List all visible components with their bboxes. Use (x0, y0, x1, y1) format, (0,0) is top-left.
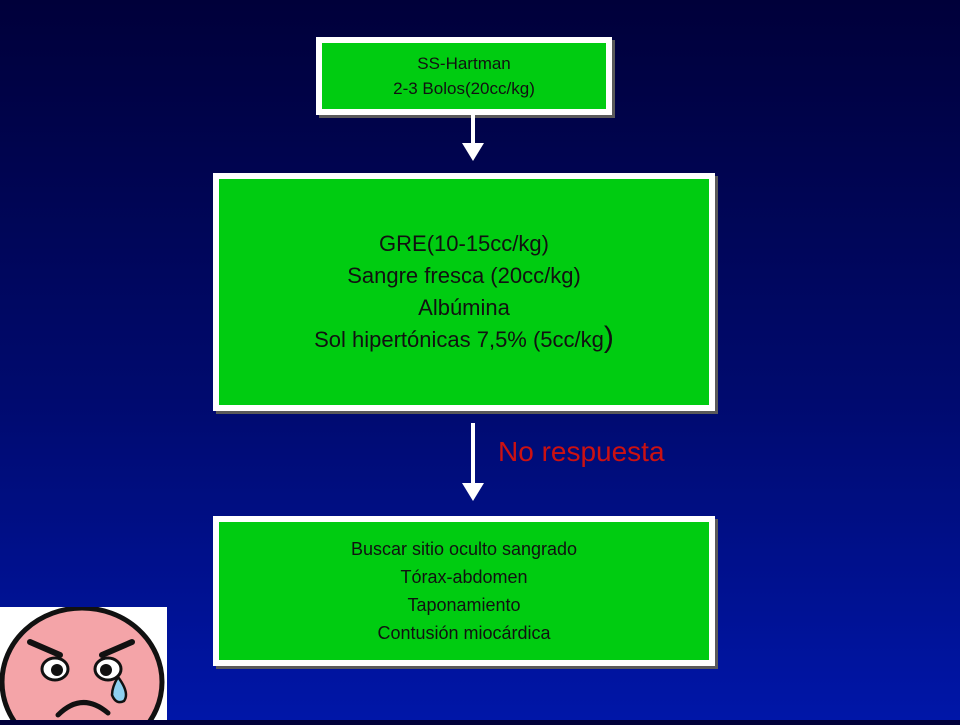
box3-line-3: Taponamiento (407, 595, 521, 615)
no-response-label: No respuesta (498, 436, 665, 467)
crying-face-icon (0, 605, 167, 725)
box2-line-4-text: Sol hipertónicas 7,5% (5cc/kg (314, 327, 604, 352)
box2-line-1: GRE(10-15cc/kg) (379, 231, 549, 256)
down-arrow-1 (462, 115, 484, 161)
flow-box-blood-products: GRE(10-15cc/kg) Sangre fresca (20cc/kg) … (213, 173, 715, 411)
box1-line-1: SS-Hartman (417, 54, 511, 73)
box2-line-2: Sangre fresca (20cc/kg) (347, 263, 581, 288)
crying-face-drawing (0, 605, 165, 725)
box3-line-1: Buscar sitio oculto sangrado (350, 539, 578, 559)
box3-line-2: Tórax-abdomen (400, 567, 528, 587)
flow-box-ss-hartman: SS-Hartman 2-3 Bolos(20cc/kg) (316, 37, 612, 115)
box3-line-4: Contusión miocárdica (377, 623, 551, 643)
box2-line-3: Albúmina (418, 295, 510, 320)
flow-box-search-bleeding: Buscar sitio oculto sangrado Tórax-abdom… (213, 516, 715, 666)
box2-line-4-paren: ) (603, 321, 614, 354)
down-arrow-2 (462, 423, 484, 501)
box1-line-2: 2-3 Bolos(20cc/kg) (393, 79, 535, 98)
box2-line-4: Sol hipertónicas 7,5% (5cc/kg) (314, 321, 614, 356)
